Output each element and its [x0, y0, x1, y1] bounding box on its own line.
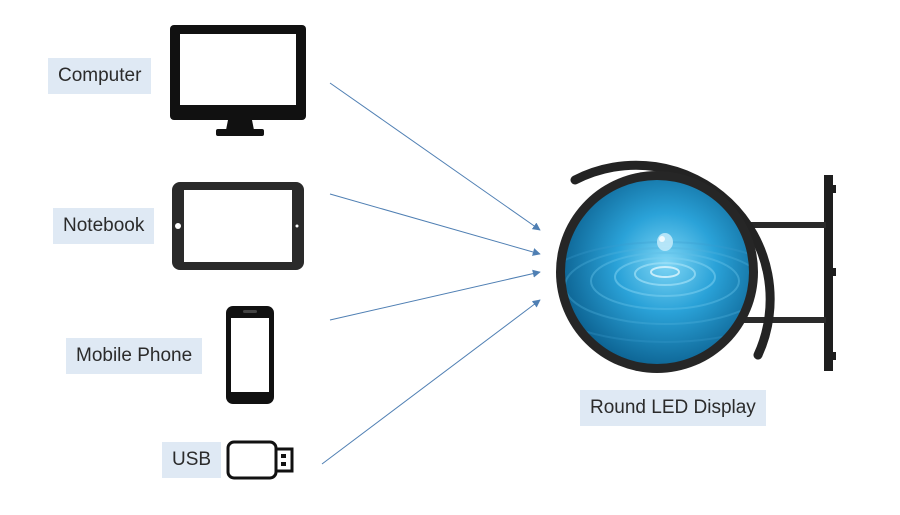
phone-icon: [226, 306, 274, 404]
arrow-notebook: [329, 193, 541, 256]
label-computer: Computer: [48, 58, 152, 94]
label-mobile-phone: Mobile Phone: [66, 338, 203, 374]
label-round-led-display: Round LED Display: [580, 390, 766, 426]
round-led-display-icon: [556, 160, 836, 373]
label-notebook: Notebook: [53, 208, 155, 244]
arrow-usb: [321, 299, 541, 465]
usb-drive-icon: [226, 440, 294, 480]
connection-arrows: [321, 82, 541, 465]
tablet-icon: [172, 182, 304, 270]
monitor-icon: [170, 25, 306, 136]
arrow-computer: [329, 82, 541, 231]
label-usb: USB: [162, 442, 222, 478]
arrow-mobile-phone: [329, 269, 541, 321]
